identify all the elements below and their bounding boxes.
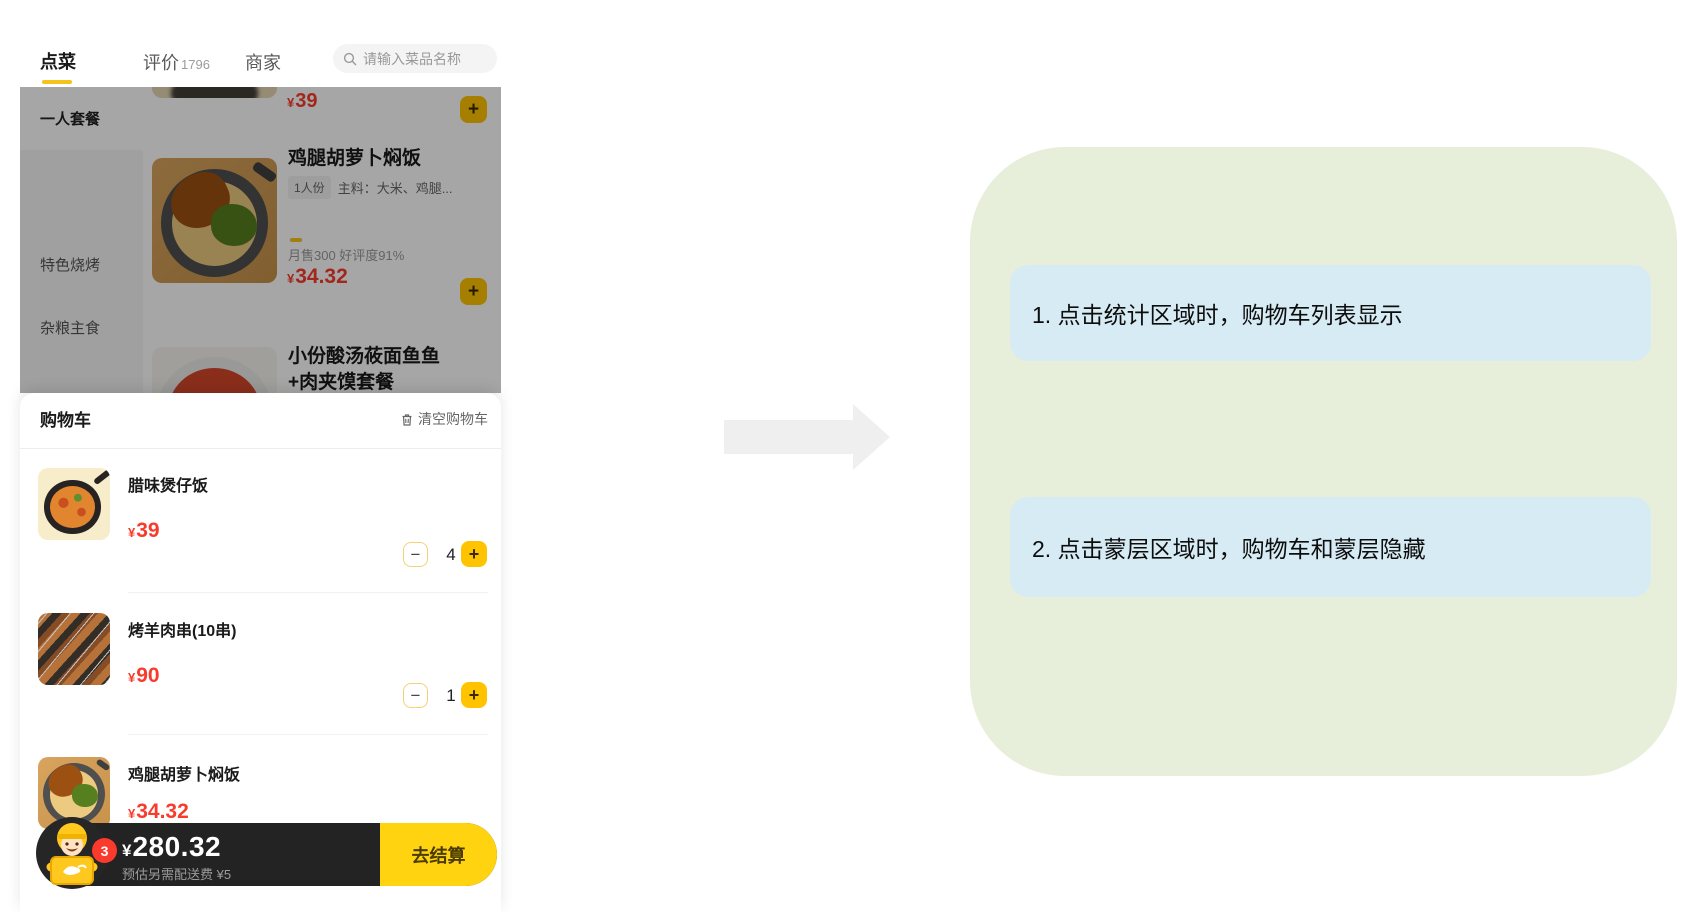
clear-cart-button[interactable]: 清空购物车 — [400, 409, 488, 429]
dim-overlay-mask[interactable] — [20, 87, 501, 393]
title-line2: +肉夹馍套餐 — [288, 372, 395, 393]
price-value: 90 — [136, 664, 160, 687]
sidebar-item-staple[interactable]: 杂粮主食 — [40, 320, 101, 337]
increase-qty-button[interactable]: + — [461, 541, 487, 567]
currency-symbol: ¥ — [128, 806, 136, 821]
cart-item-title: 烤羊肉串(10串) — [128, 623, 237, 640]
divider — [128, 734, 488, 735]
clear-cart-label: 清空购物车 — [418, 411, 488, 427]
total-value: 280.32 — [132, 831, 222, 862]
dish-image-claypot-rice — [38, 468, 110, 540]
promo-dash — [290, 238, 302, 242]
add-to-cart-button[interactable]: + — [460, 96, 487, 123]
tab-order[interactable]: 点菜 — [40, 52, 76, 72]
category-sidebar: 一人套餐 特色烧烤 杂粮主食 — [20, 87, 143, 393]
portion-tag: 1人份 — [288, 176, 331, 199]
annotation-note-1: 1. 点击统计区域时，购物车列表显示 — [1010, 265, 1651, 361]
tab-reviews-label: 评价 — [143, 53, 179, 73]
menu-item-meta: 月售300 好评度91% — [288, 248, 405, 263]
cart-item-title: 鸡腿胡萝卜焖饭 — [128, 767, 241, 784]
decrease-qty-button[interactable]: − — [403, 542, 428, 567]
dish-image-lamb-skewers — [38, 613, 110, 685]
annotation-panel — [970, 147, 1677, 776]
increase-qty-button[interactable]: + — [461, 682, 487, 708]
active-tab-underline — [42, 80, 72, 84]
add-to-cart-button[interactable]: + — [460, 278, 487, 305]
checkout-button[interactable]: 去结算 — [380, 823, 497, 886]
cart-item-price: ¥39 — [128, 519, 160, 543]
reviews-count: 1796 — [181, 57, 210, 72]
price-value: 39 — [136, 519, 160, 542]
decrease-qty-button[interactable]: − — [403, 683, 428, 708]
menu-item-title: 小份酸汤莜面鱼鱼 +肉夹馍套餐 — [288, 344, 440, 393]
currency-symbol: ¥ — [287, 271, 295, 286]
divider — [20, 448, 501, 449]
item-quantity: 4 — [446, 545, 456, 564]
checkout-summary-bar[interactable]: ¥280.32 预估另需配送费 ¥5 去结算 — [56, 823, 497, 886]
currency-symbol: ¥ — [122, 841, 132, 860]
flow-arrow-icon — [724, 404, 890, 470]
price-value: 34.32 — [295, 265, 348, 288]
cart-item-title: 腊味煲仔饭 — [128, 478, 209, 495]
currency-symbol: ¥ — [128, 670, 136, 685]
currency-symbol: ¥ — [287, 95, 295, 110]
search-icon — [343, 52, 357, 65]
divider — [128, 592, 488, 593]
price-value: 34.32 — [136, 800, 189, 823]
dish-image-sour-soup — [152, 347, 277, 393]
menu-region: 一人套餐 特色烧烤 杂粮主食 ¥39 + 鸡腿胡萝卜焖饭 1人份 主料：大米、鸡… — [20, 87, 501, 393]
menu-item-price: ¥39 — [287, 90, 317, 113]
menu-item-title: 鸡腿胡萝卜焖饭 — [288, 148, 422, 169]
menu-item-price: ¥34.32 — [287, 265, 348, 289]
cart-title: 购物车 — [40, 411, 91, 430]
currency-symbol: ¥ — [128, 525, 136, 540]
cart-count-badge: 3 — [92, 838, 117, 863]
cart-item-price: ¥34.32 — [128, 800, 189, 824]
dish-image-chicken-rice — [38, 757, 110, 829]
dish-image-pot-partial — [152, 87, 277, 98]
dish-image-chicken-rice — [152, 158, 277, 283]
cart-item-price: ¥90 — [128, 664, 160, 688]
menu-item-desc: 主料：大米、鸡腿... — [337, 181, 453, 196]
title-line1: 小份酸汤莜面鱼鱼 — [288, 346, 441, 367]
price-value: 39 — [295, 90, 318, 112]
delivery-fee-note: 预估另需配送费 ¥5 — [122, 867, 232, 882]
sidebar-item-bbq[interactable]: 特色烧烤 — [40, 257, 101, 274]
annotation-note-2: 2. 点击蒙层区域时，购物车和蒙层隐藏 — [1010, 497, 1651, 597]
delivery-rider-icon[interactable] — [36, 817, 108, 889]
search-input[interactable]: 请输入菜品名称 — [333, 44, 497, 73]
sidebar-item-combo[interactable]: 一人套餐 — [20, 87, 143, 150]
trash-icon — [402, 413, 412, 426]
search-placeholder: 请输入菜品名称 — [363, 50, 461, 67]
tab-merchant[interactable]: 商家 — [245, 53, 281, 73]
item-quantity: 1 — [446, 686, 456, 705]
cart-total: ¥280.32 — [122, 831, 221, 863]
